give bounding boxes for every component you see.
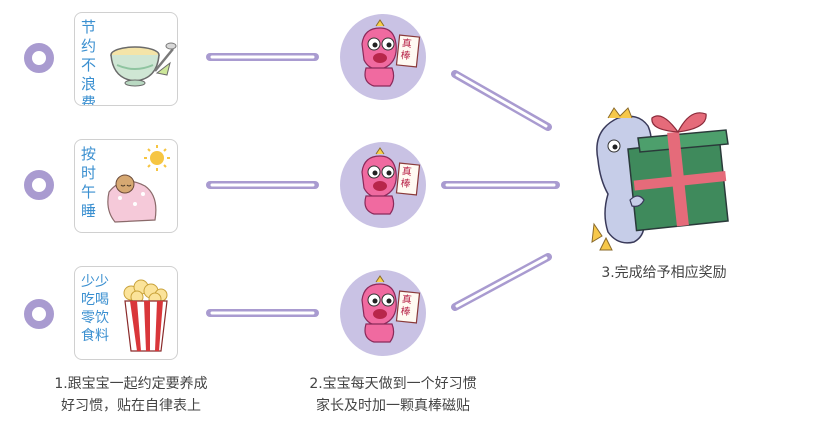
sticker-badge-text: 真棒 [399,166,413,191]
habit-card-label: 按时午睡 [81,145,97,220]
pink-dinosaur-icon [361,275,421,343]
rice-bowl-icon [110,42,177,87]
step3-caption: 3.完成给予相应奖励 [601,265,727,281]
dinosaur-with-gift-icon [591,107,729,251]
sticker-badge-text: 真棒 [399,38,413,63]
praise-sticker-3: 真棒 [340,270,426,356]
step1-caption-line1: 1.跟宝宝一起约定要养成 [54,376,208,392]
bullet-dot-3 [24,299,54,329]
habit-card-save-food: 节约不浪费 [74,12,178,106]
popcorn-icon [123,279,168,352]
sticker-badge-text: 真棒 [399,294,413,319]
bullet-dot-1 [24,43,54,73]
habit-card-label: 少少吃喝零饮食料 [81,274,109,344]
sleeping-child-icon [107,145,170,223]
pink-dinosaur-icon [361,19,421,87]
praise-sticker-1: 真棒 [340,14,426,100]
habit-card-nap: 按时午睡 [74,139,178,233]
step2-caption-line1: 2.宝宝每天做到一个好习惯 [309,376,477,392]
praise-sticker-2: 真棒 [340,142,426,228]
habit-card-less-snacks: 少少吃喝零饮食料 [74,266,178,360]
step2-caption-line2: 家长及时加一颗真棒磁贴 [316,398,470,414]
pink-dinosaur-icon [361,147,421,215]
habit-card-label: 节约不浪费 [81,18,97,106]
step1-caption: 1.跟宝宝一起约定要养成 好习惯，贴在自律表上 [36,373,226,417]
step1-caption-line2: 好习惯，贴在自律表上 [61,398,201,414]
bullet-dot-2 [24,170,54,200]
step2-caption: 2.宝宝每天做到一个好习惯 家长及时加一颗真棒磁贴 [288,373,498,417]
